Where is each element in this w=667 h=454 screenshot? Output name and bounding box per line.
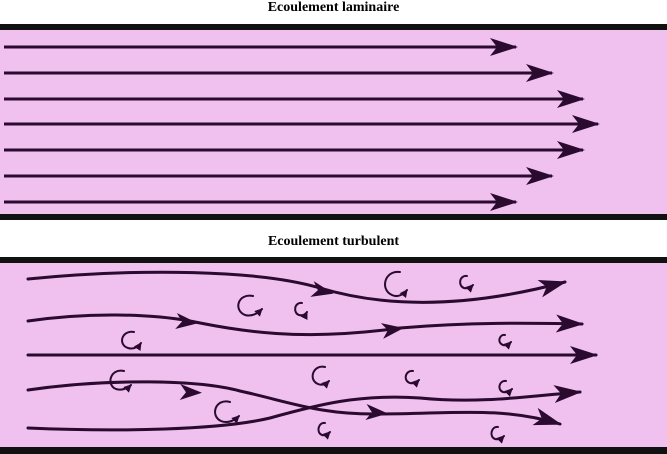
eddy-arrow [121, 330, 142, 352]
laminar-top-wall [0, 24, 667, 30]
streamline-arrowhead [365, 404, 388, 420]
laminar-flow-title: Ecoulement laminaire [267, 0, 400, 15]
eddy-arrow [498, 379, 513, 397]
turbulent-top-wall [0, 257, 667, 263]
streamline-arrowhead [310, 281, 334, 297]
eddy-arrow [384, 270, 408, 298]
turbulent-streamline-4 [26, 380, 562, 426]
turbulent-streamline-2 [26, 313, 584, 337]
streamline-arrowhead [380, 323, 404, 339]
eddy-arrow [311, 365, 330, 389]
eddy-arrow [404, 369, 420, 388]
laminar-fluid-region [0, 26, 667, 218]
streamline-arrowhead [175, 313, 198, 329]
eddy-arrow [294, 301, 308, 321]
eddy-arrow [237, 294, 263, 317]
eddy-arrow [459, 274, 474, 293]
turbulent-flow-title: Ecoulement turbulent [267, 234, 400, 249]
eddy-arrow [490, 425, 505, 444]
eddy-arrow [498, 333, 512, 350]
eddy-arrow [109, 369, 132, 393]
eddy-arrow [214, 400, 240, 424]
laminar-bottom-wall [0, 214, 667, 220]
streamline-arrowhead [179, 384, 202, 400]
eddy-arrow [317, 421, 331, 440]
laminar-panel [0, 24, 667, 220]
turbulent-panel [0, 257, 667, 454]
turbulent-streamline-5 [26, 385, 582, 432]
turbulent-bottom-wall [0, 447, 667, 454]
